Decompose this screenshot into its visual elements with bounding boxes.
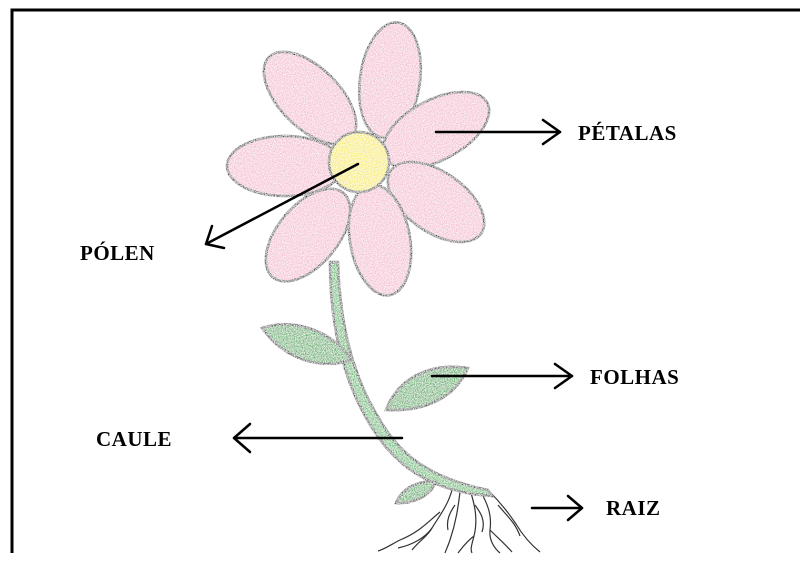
flower-center — [329, 132, 389, 192]
label-polen: PÓLEN — [80, 241, 155, 265]
arrow-raiz — [532, 496, 582, 520]
label-caule: CAULE — [96, 427, 172, 451]
label-folhas: FOLHAS — [590, 365, 679, 389]
leaf-small — [396, 482, 436, 503]
leaf-right — [386, 367, 468, 410]
label-raiz: RAIZ — [606, 496, 661, 520]
label-petalas: PÉTALAS — [578, 121, 677, 145]
